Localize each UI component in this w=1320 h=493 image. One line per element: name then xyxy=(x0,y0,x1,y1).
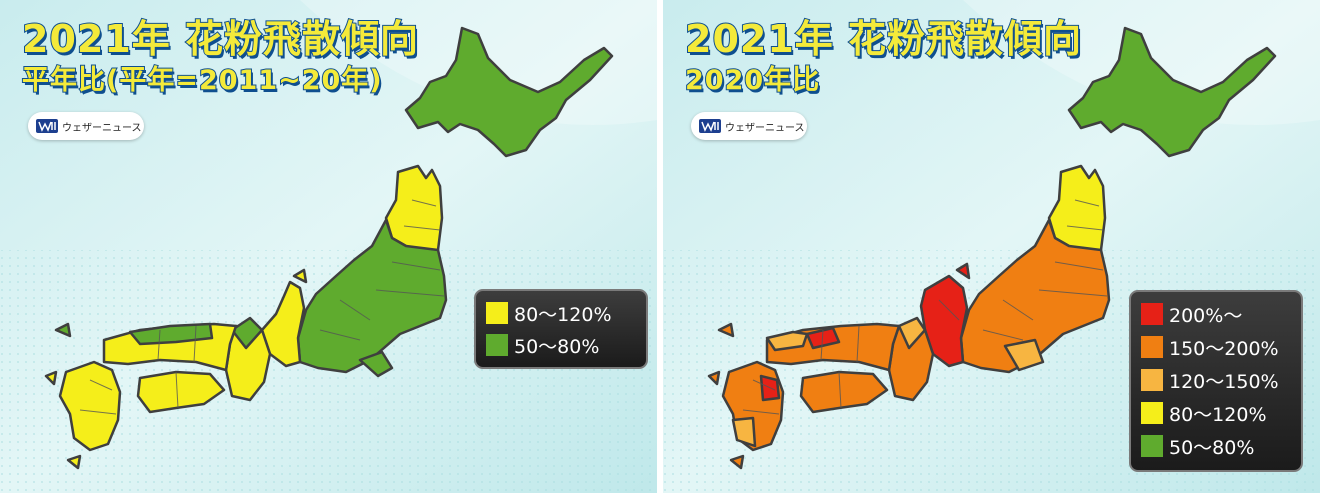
region-kanto-coast xyxy=(1003,338,1045,372)
logo-text: ウェザーニュース xyxy=(725,122,805,134)
legend-label: 200%〜 xyxy=(1169,304,1243,327)
legend-item: 50〜80% xyxy=(1141,432,1254,460)
legend-swatch xyxy=(1141,336,1163,358)
japan-map xyxy=(44,26,614,470)
region-chubu-west xyxy=(919,274,969,368)
region-hokkaido xyxy=(404,26,614,158)
prefecture-borders xyxy=(79,199,445,415)
wni-logo-icon xyxy=(699,119,721,133)
weathernews-logo: ウェザーニュース xyxy=(28,112,144,140)
legend-swatch xyxy=(1141,435,1163,457)
legend-item: 120〜150% xyxy=(1141,366,1279,394)
region-hokkaido xyxy=(1067,26,1277,158)
region-kyushu-south xyxy=(731,416,757,448)
region-island-3 xyxy=(66,454,82,470)
legend-label: 80〜120% xyxy=(1169,403,1267,426)
legend-label: 50〜80% xyxy=(514,335,600,358)
legend: 200%〜 150〜200% 120〜150% 80〜120% 50〜80% xyxy=(1129,290,1303,472)
legend-item: 150〜200% xyxy=(1141,333,1279,361)
legend-item: 50〜80% xyxy=(486,331,599,359)
region-kinki-north xyxy=(897,316,927,350)
japan-map xyxy=(707,26,1277,470)
region-kyushu xyxy=(58,360,122,452)
region-island-1 xyxy=(717,322,735,338)
legend-label: 80〜120% xyxy=(514,303,612,326)
map-panel-normal-ratio: 2021年 花粉飛散傾向 平年比(平年=2011~20年) ウェザーニュース 8… xyxy=(0,0,657,493)
map-panel-2020-ratio: 2021年 花粉飛散傾向 2020年比 ウェザーニュース 200%〜 150〜2… xyxy=(663,0,1320,493)
legend-label: 150〜200% xyxy=(1169,337,1279,360)
legend-swatch xyxy=(1141,303,1163,325)
map-title: 2021年 花粉飛散傾向 xyxy=(684,16,1082,62)
map-title: 2021年 花粉飛散傾向 xyxy=(21,16,419,62)
region-kanto-coast xyxy=(358,350,394,378)
map-subtitle: 2020年比 xyxy=(684,64,821,97)
region-chugoku-north xyxy=(128,322,214,346)
region-island-2 xyxy=(44,370,58,386)
legend-swatch xyxy=(1141,402,1163,424)
legend-item: 200%〜 xyxy=(1141,300,1242,328)
region-kinki-north xyxy=(230,316,264,350)
legend: 80〜120% 50〜80% xyxy=(474,289,648,369)
legend-swatch xyxy=(486,302,508,324)
region-island-2 xyxy=(707,370,721,386)
region-island-1 xyxy=(54,322,72,338)
legend-label: 120〜150% xyxy=(1169,370,1279,393)
region-chugoku-red xyxy=(805,326,841,350)
weathernews-logo: ウェザーニュース xyxy=(691,112,807,140)
region-island-3 xyxy=(729,454,745,470)
map-subtitle: 平年比(平年=2011~20年) xyxy=(21,64,383,97)
region-chugoku-north xyxy=(765,330,809,352)
legend-label: 50〜80% xyxy=(1169,436,1255,459)
region-chubu-west xyxy=(260,280,306,368)
region-island-4 xyxy=(292,268,308,284)
region-shikoku xyxy=(136,370,226,414)
prefecture-borders xyxy=(742,199,1108,415)
logo-text: ウェザーニュース xyxy=(62,122,142,134)
region-shikoku xyxy=(799,370,889,414)
legend-item: 80〜120% xyxy=(1141,399,1267,427)
legend-swatch xyxy=(1141,369,1163,391)
legend-swatch xyxy=(486,334,508,356)
wni-logo-icon xyxy=(36,119,58,133)
region-island-4 xyxy=(955,262,971,280)
legend-item: 80〜120% xyxy=(486,299,612,327)
